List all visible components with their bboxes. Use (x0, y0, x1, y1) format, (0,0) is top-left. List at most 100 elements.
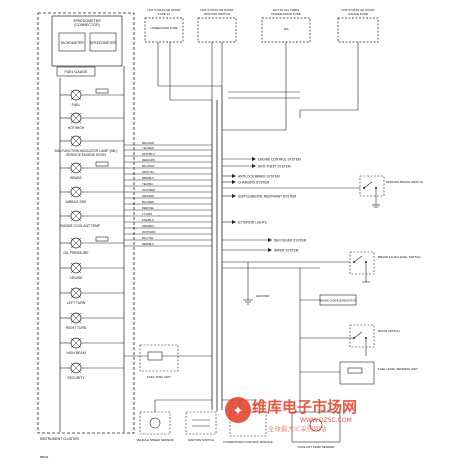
ground-symbol-mid: GROUND (243, 262, 270, 305)
indicator-airbag-label: AIRBAG SRS (66, 200, 87, 204)
indicator-coolant-label: ENGINE COOLANT TEMP (60, 224, 101, 228)
bus-label: GRN/YEL (142, 170, 155, 174)
indicator-right-turn-label: RIGHT TURN (66, 326, 87, 330)
indicator-mil-label: MALFUNCTION INDICATOR LAMP (MIL) (55, 149, 118, 153)
system-engine-control: ENGINE CONTROL SYSTEM (222, 157, 301, 162)
bus-label: LT GRN (142, 212, 152, 216)
page-ref: 88602 (40, 455, 49, 459)
brake-change-resistor: BRAKE CHANGE RESISTOR (300, 294, 357, 306)
top-tie-wires (157, 80, 359, 131)
bus-label: YEL/BLK (142, 182, 153, 186)
tachometer-label: TACHOMETER (60, 41, 84, 45)
indicator-hot-high: HOT/HIGH (60, 112, 124, 130)
bus-label: RED/YEL (142, 206, 154, 210)
system-label: CHARGING SYSTEM (238, 181, 270, 185)
connector-1-line1: HOT IN RUN OR START (147, 8, 180, 12)
ignition-switch-bottom: IGNITION SWITCH (185, 410, 218, 442)
indicator-security-label: SECURITY (67, 376, 85, 380)
fuel-sender-label: FUEL LEVEL SENDING UNIT (378, 367, 418, 371)
top-connector-3: HOT AT ALL TIMES UNDER-HOOD FUSE 15A (261, 8, 311, 120)
vehicle-speed-sensor: VEHICLE SPEED SENSOR (136, 399, 212, 442)
bus-label: WHT/BLU (142, 152, 155, 156)
bus-label: ORN/BLU (142, 224, 154, 228)
indicator-right-turn: RIGHT TURN (60, 312, 124, 330)
ignition-bottom-label: IGNITION SWITCH (188, 438, 214, 442)
system-references: ENGINE CONTROL SYSTEM ANTI-THEFT SYSTEM … (222, 157, 307, 253)
watermark-logo-glyph: ✦ (233, 404, 244, 419)
fuel-gauge-box (56, 66, 96, 77)
coolant-temp-sender: COOLANT TEMP SENDER (291, 405, 341, 449)
instrument-cluster-outline (37, 12, 135, 434)
pcm-label: POWERTRAIN CONTROL MODULE (223, 440, 272, 444)
indicator-cruise: CRUISE (60, 262, 124, 280)
system-label: ANTI-THEFT SYSTEM (258, 165, 291, 169)
indicator-ses-label: SERVICE ENGINE SOON (66, 153, 106, 157)
brake-resistor-label: BRAKE CHANGE RESISTOR (319, 299, 356, 303)
indicator-left-turn-label: LEFT TURN (67, 301, 86, 305)
speedometer-label: SPEEDOMETER (90, 41, 117, 45)
bus-wire-labels: BLK/WHT YEL/RED WHT/BLU RED/GRN BLU/WHT … (142, 141, 155, 246)
bus-label: RED/BLK (142, 242, 154, 246)
watermark-slogan: 全球最大IC采购网站 (268, 424, 327, 433)
bus-label: YEL/RED (142, 146, 154, 150)
watermark-url: WWW.DZSC.COM (300, 417, 352, 424)
indicator-brake-label: BRAKE (70, 176, 82, 180)
indicator-mil: MALFUNCTION INDICATOR LAMP (MIL) SERVICE… (55, 135, 124, 157)
speedometer-connector-label-1: SPEEDOMETER (73, 19, 101, 23)
watermark-brand: 维库电子市场网 (252, 398, 357, 416)
door-switch: DOOR SWITCH (300, 324, 400, 356)
indicator-fuel-label: FUEL (72, 103, 81, 107)
system-label: ENGINE CONTROL SYSTEM (258, 158, 301, 162)
connector-3-line1: HOT AT ALL TIMES (273, 8, 299, 12)
indicator-hot-label: HOT/HIGH (68, 126, 85, 130)
top-connector-4: HOT IN RUN OR START GAUGE FUSE (337, 8, 379, 100)
bus-label: BRN/BLK (142, 176, 154, 180)
watermark: ✦ 维库电子市场网 WWW.DZSC.COM 全球最大IC采购网站 (225, 397, 357, 433)
fuel-gauge-label: FUEL GAUGE (64, 70, 88, 74)
indicator-left-turn: LEFT TURN (60, 287, 124, 305)
ground-mid-label: GROUND (256, 294, 270, 298)
indicator-oil: OIL PRESSURE (60, 237, 124, 255)
connector-3-line2: UNDER-HOOD FUSE (271, 12, 301, 16)
connector-4-line2: GAUGE FUSE (348, 12, 368, 16)
top-connector-2: HOT IN RUN OR START IGNITION SWITCH (197, 8, 237, 100)
indicator-brake: BRAKE (60, 162, 124, 180)
indicator-lamps: FUEL HOT/HIGH MALFUNCTION INDICATOR LAMP… (55, 89, 124, 380)
fuel-tank-label: FUEL TANK UNIT (147, 375, 171, 379)
connector-2-line1: HOT IN RUN OR START (200, 8, 233, 12)
system-exterior-lights: EXTERIOR LIGHTS (222, 220, 267, 225)
door-switch-label: DOOR SWITCH (378, 329, 400, 333)
cluster-output-wires (124, 144, 212, 247)
speedometer-box (89, 32, 117, 52)
bus-label: BLK/WHT (142, 141, 155, 145)
system-label: DEFOGGER SYSTEM (274, 239, 307, 243)
connector-1-line2: FUSE 14 (158, 12, 171, 16)
bus-label: WHT/RED (142, 188, 155, 192)
system-charging: CHARGING SYSTEM (222, 180, 270, 185)
system-label: SUPPLEMENTAL RESTRAINT SYSTEM (238, 195, 296, 199)
bus-label: GRN/BLK (142, 194, 154, 198)
fuel-tank-unit: FUEL TANK UNIT (124, 344, 212, 379)
connector-1-line3: UNDER-DASH FUSE (151, 26, 178, 30)
system-label: EXTERIOR LIGHTS (238, 221, 267, 225)
system-label: ANTILOCK BRAKE SYSTEM (238, 175, 280, 179)
system-anti-theft: ANTI-THEFT SYSTEM (222, 164, 291, 169)
indicator-coolant: ENGINE COOLANT TEMP (60, 210, 124, 228)
system-defogger: DEFOGGER SYSTEM (222, 238, 307, 243)
indicator-high-beam-label: HIGH BEAM (66, 351, 85, 355)
cluster-footer-label: INSTRUMENT CLUSTER (40, 437, 79, 441)
system-label: WIPER SYSTEM (274, 249, 299, 253)
system-wiper: WIPER SYSTEM (222, 248, 299, 253)
right-feed-wires (222, 187, 360, 405)
cluster-resistors (95, 88, 109, 242)
indicator-security: SECURITY (60, 362, 124, 380)
parking-brake-label: PARKING BRAKE SWITCH (386, 180, 423, 184)
vss-label: VEHICLE SPEED SENSOR (136, 438, 174, 442)
indicator-fuel: FUEL (60, 89, 124, 107)
indicator-high-beam: HIGH BEAM (60, 337, 124, 355)
bus-label: WHT/GRN (142, 230, 155, 234)
bus-label: BLU/YEL (142, 236, 154, 240)
system-abs: ANTILOCK BRAKE SYSTEM (222, 174, 280, 179)
